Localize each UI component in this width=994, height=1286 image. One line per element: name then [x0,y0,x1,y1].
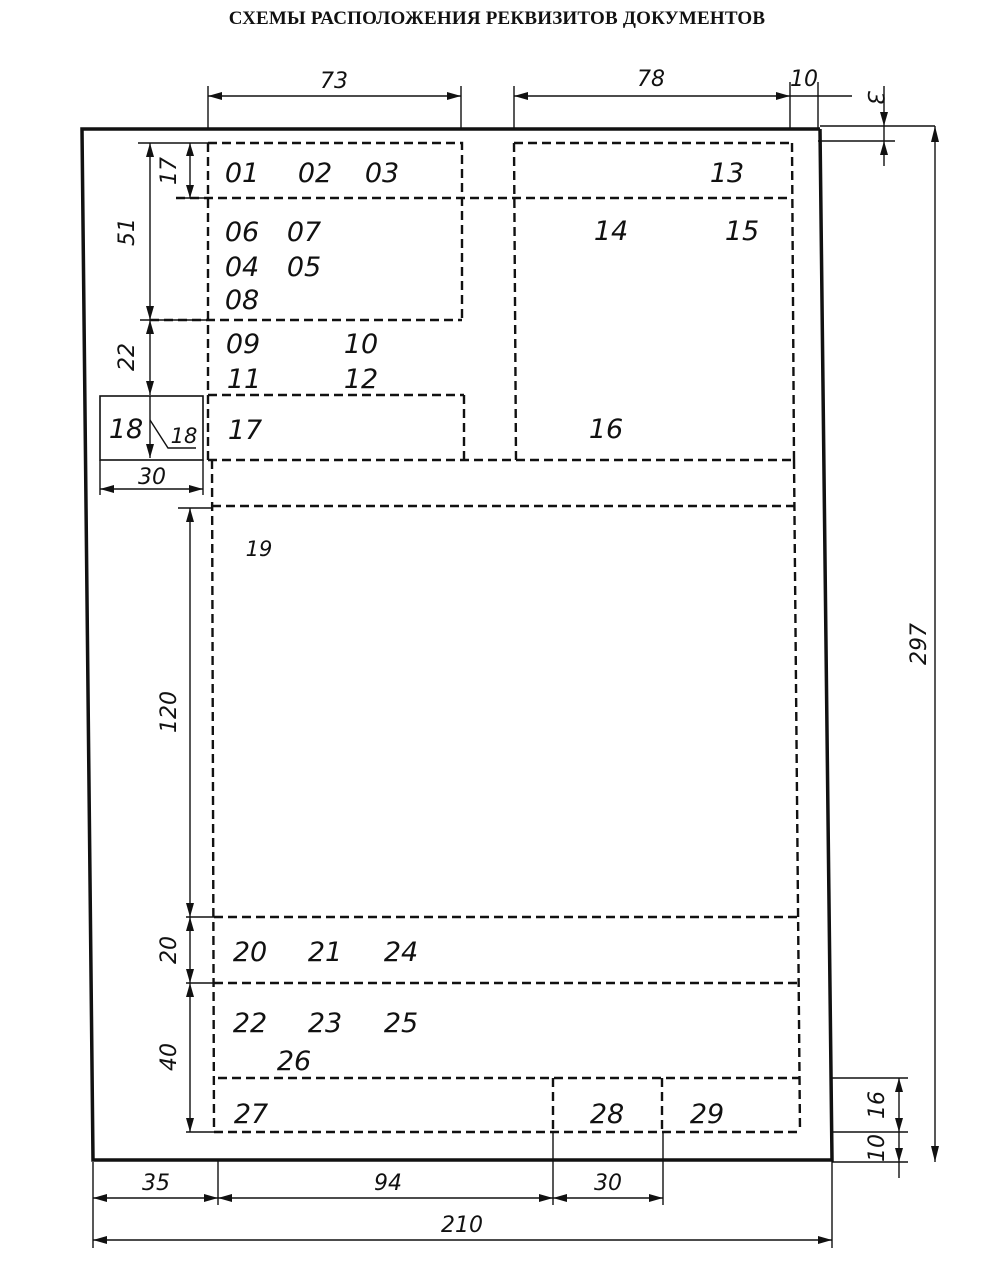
dim-16: 16 [832,1077,908,1133]
dim-20-label: 20 [157,936,182,964]
dim-10-bottom-label: 10 [865,1134,890,1162]
header-zones [150,141,796,462]
dim-210-label: 210 [441,1213,483,1238]
req-28: 28 [590,1099,624,1130]
dim-297-label: 297 [907,623,932,665]
text-zone [210,459,802,1134]
dim-78: 78 [513,67,791,129]
req-08: 08 [225,285,259,316]
req-03: 03 [365,158,399,189]
req-29: 29 [690,1099,724,1130]
dim-17: 17 [157,142,208,198]
dim-10-bottom: 10 [832,1132,908,1178]
req-22: 22 [233,1008,267,1039]
req-26: 26 [277,1046,311,1077]
req-20: 20 [233,937,267,968]
dim-120: 120 [157,507,212,917]
req-27: 27 [234,1099,268,1130]
page-title: СХЕМЫ РАСПОЛОЖЕНИЯ РЕКВИЗИТОВ ДОКУМЕНТОВ [228,8,766,29]
req-06: 06 [225,217,259,248]
dim-30-bottom-label: 30 [594,1171,622,1196]
req-02: 02 [298,158,332,189]
sheet-outline [80,127,834,1162]
dim-3-label: 3 [862,91,887,105]
req-09: 09 [226,329,260,360]
dim-297: 297 [907,126,939,1162]
dim-40: 40 [157,982,216,1133]
dim-94-label: 94 [374,1171,402,1196]
req-19: 19 [246,537,273,561]
req-16: 16 [589,414,623,445]
req-07: 07 [287,217,321,248]
dim-73-label: 73 [320,69,348,94]
req-04: 04 [225,252,259,283]
dim-51: 51 [115,142,210,320]
req-14: 14 [594,216,628,247]
dim-3: 3 [818,86,895,166]
req-21: 21 [308,937,342,968]
req-12: 12 [344,364,378,395]
req-01: 01 [225,158,259,189]
dim-73: 73 [207,69,462,129]
dim-17-label: 17 [157,157,182,185]
req-17: 17 [228,415,262,446]
dim-78-label: 78 [637,67,665,92]
dim-20: 20 [157,916,216,983]
requisite-codes: 01 02 03 13 06 07 14 15 04 05 08 09 10 1… [225,158,759,1130]
dim-16-label: 16 [865,1091,890,1119]
dim-51-label: 51 [115,218,140,246]
dim-35-label: 35 [142,1171,170,1196]
dim-10-top: 10 [790,67,852,129]
dim-10-top-label: 10 [790,67,818,92]
dim-120-label: 120 [157,691,182,733]
req-24: 24 [384,937,418,968]
dim-30-box18-label: 30 [138,465,166,490]
dim-40-label: 40 [157,1043,182,1071]
dim-22-label: 22 [115,343,140,371]
box-18: 18 18 [99,395,204,461]
req-18-small: 18 [171,424,198,448]
req-23: 23 [308,1008,342,1039]
req-11: 11 [227,364,261,395]
req-13: 13 [710,158,744,189]
dim-22: 22 [115,319,210,395]
req-15: 15 [725,216,759,247]
dim-30-box18: 30 [99,460,204,495]
req-05: 05 [287,252,321,283]
req-18: 18 [109,414,143,445]
req-10: 10 [344,329,378,360]
req-25: 25 [384,1008,418,1039]
dim-bottom-row: 35 94 30 210 [92,1132,833,1248]
